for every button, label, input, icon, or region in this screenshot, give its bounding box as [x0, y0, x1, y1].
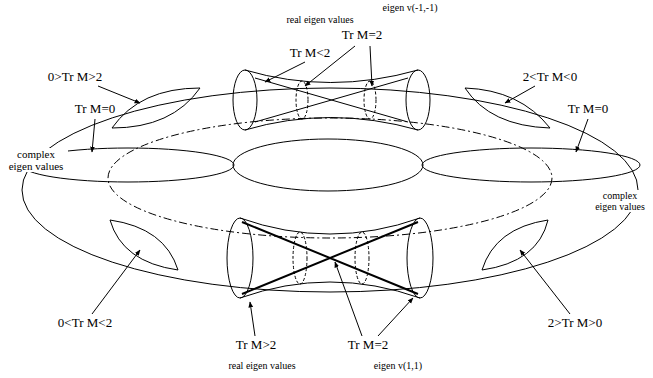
torus-hole [233, 139, 423, 191]
label: eigen v(1,1) [373, 360, 423, 371]
label: real eigen values [227, 360, 296, 371]
label: Tr M=2 [347, 338, 389, 352]
leader-lines [92, 46, 588, 336]
cross-line-bold [242, 222, 418, 294]
label: Tr M=0 [567, 102, 609, 116]
label: 0>Tr M>2 [47, 70, 103, 84]
section-bottom-right [407, 218, 433, 298]
lens-section [110, 220, 178, 270]
label: complex eigen values [4, 148, 68, 172]
lens-section [112, 88, 200, 128]
label: 2>Tr M>0 [547, 316, 603, 330]
section-bottom-left [227, 218, 253, 298]
torus-outer [22, 88, 638, 292]
section-top-mid [296, 81, 308, 119]
neck-curve [245, 118, 418, 131]
label: Tr M>2 [235, 338, 277, 352]
meridian-right [422, 148, 640, 182]
label: Tr M<2 [289, 46, 331, 60]
section-bottom-mid [293, 232, 307, 284]
label: Tr M=0 [74, 102, 116, 116]
lens-section [465, 88, 550, 128]
label: real eigen values [285, 14, 354, 25]
section-bottom-mid [355, 232, 369, 284]
section-top-mid [364, 81, 376, 119]
lens-section [482, 220, 548, 270]
label: 0<Tr M<2 [57, 316, 113, 330]
neck-curve [245, 70, 418, 83]
section-top-left [233, 70, 257, 130]
label: Tr M=2 [341, 28, 383, 42]
section-top-right [406, 70, 430, 130]
label: 2<Tr M<0 [522, 70, 578, 84]
cross-line [255, 78, 408, 122]
label: eigen v(-1,-1) [382, 2, 439, 13]
center-line [108, 118, 552, 238]
label: complex eigen values [591, 190, 649, 212]
